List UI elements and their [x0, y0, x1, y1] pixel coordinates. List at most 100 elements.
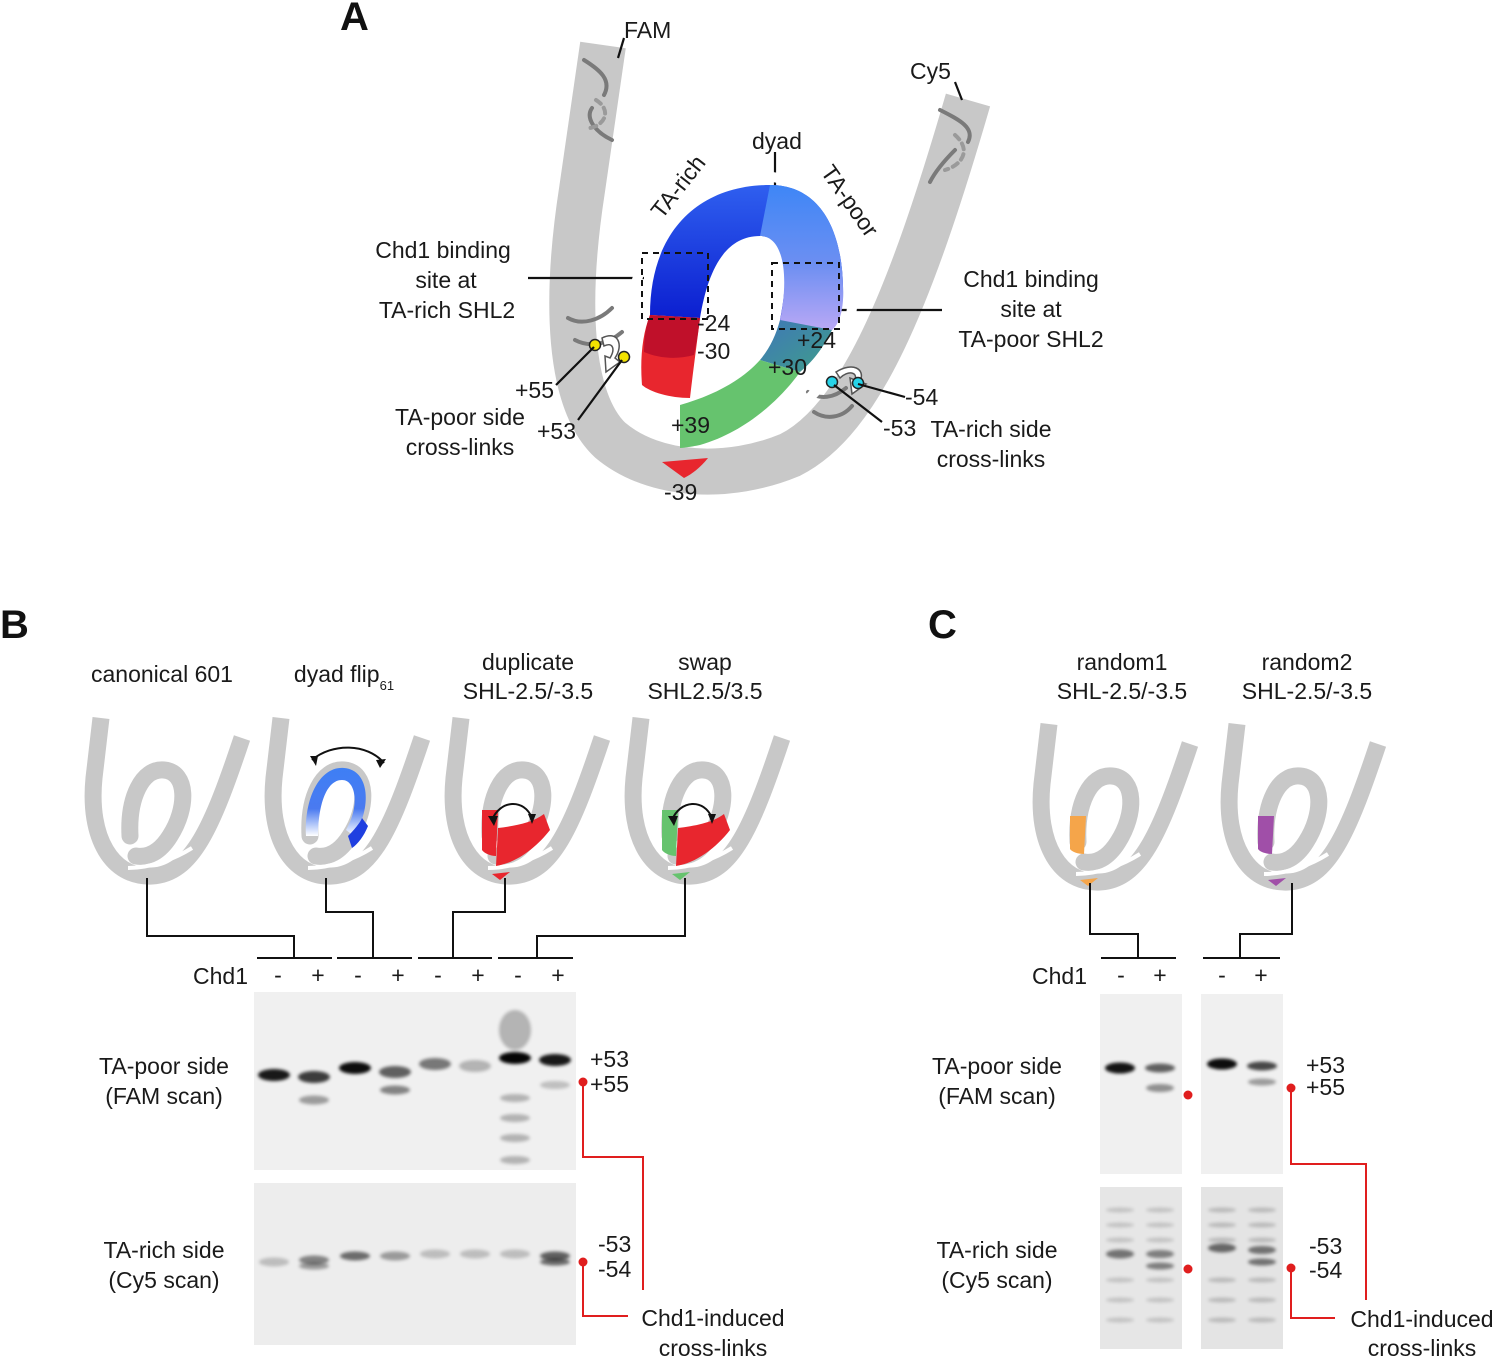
b-row-top-line2: (FAM scan) — [105, 1083, 223, 1109]
gel-band-ladder — [1146, 1237, 1174, 1243]
binding-site-box-left — [641, 252, 709, 320]
gel-band-main — [420, 1249, 450, 1259]
small-nucleosome-canonical — [84, 717, 251, 885]
panel-c-letter: C — [928, 603, 957, 647]
gel-band-ladder — [1106, 1237, 1134, 1243]
icon-arrowheads — [488, 814, 536, 826]
gel-band-main — [380, 1251, 410, 1261]
icon-random-segment — [1070, 816, 1086, 854]
gel-band-main — [258, 1069, 290, 1081]
lane-plus-sign: + — [311, 962, 324, 988]
dyad-label: dyad — [752, 128, 802, 154]
gel-band-ladder — [1208, 1207, 1236, 1213]
gel-band-ladder — [500, 1156, 530, 1164]
lane-minus-sign: - — [434, 962, 442, 988]
gel-band-main — [339, 1062, 371, 1074]
panel-c-lane-signs: -+-+ — [1117, 962, 1268, 988]
gel-band-ladder — [1106, 1277, 1134, 1283]
gel-band-crosslink — [540, 1081, 570, 1089]
gel-band-main — [1145, 1063, 1175, 1073]
icon-backbone — [264, 717, 431, 885]
icon-backbone — [84, 717, 251, 885]
gel-band-ladder — [1208, 1297, 1236, 1303]
gel-band-crosslink — [1146, 1084, 1174, 1092]
gel-band-ladder — [1146, 1207, 1174, 1213]
b-row-bottom-line2: (Cy5 scan) — [108, 1267, 219, 1293]
panel-b-callout-lines — [582, 1082, 644, 1317]
icon-arrowheads — [668, 814, 716, 826]
pos-p55: +55 — [515, 377, 554, 403]
gel-band-crosslink — [380, 1085, 410, 1095]
pos-m24: -24 — [697, 310, 730, 336]
gel-band-ladder — [1208, 1317, 1236, 1323]
icon-gap — [487, 846, 554, 870]
pos-p24: +24 — [797, 327, 836, 353]
panel-c-gels — [1100, 994, 1283, 1349]
icon-bottom-wedge — [672, 872, 690, 880]
gel-band-main — [298, 1071, 330, 1083]
gel-band-ladder — [1106, 1222, 1134, 1228]
right-site-line3: TA-poor SHL2 — [958, 326, 1103, 352]
gel-band-main — [460, 1249, 490, 1259]
fam-label: FAM — [624, 17, 671, 43]
gel-band-main — [419, 1058, 451, 1070]
panel-b-callout-dots — [578, 1077, 588, 1267]
lane-minus-sign: - — [1218, 962, 1226, 988]
dna-backbone — [549, 41, 991, 495]
small-nucleosome-duplicate — [444, 717, 611, 885]
gel-band-ladder — [1248, 1237, 1276, 1243]
crosslink-leaders — [555, 346, 906, 423]
gel-band-main — [1208, 1243, 1236, 1253]
gel-band-main — [1248, 1246, 1276, 1254]
right-site-line2: site at — [1000, 296, 1062, 322]
panel-c-callout-dots — [1183, 1083, 1296, 1274]
gel-band-main — [1106, 1249, 1134, 1259]
c-callout-line2: cross-links — [1368, 1335, 1477, 1359]
right-site-line1: Chd1 binding — [963, 266, 1099, 292]
panel-a-letter: A — [340, 0, 369, 39]
poor-xlinks-line2: cross-links — [406, 434, 515, 460]
icon-gap — [127, 846, 194, 870]
c-row-top-line1: TA-poor side — [932, 1053, 1062, 1079]
gel-band-main — [259, 1257, 289, 1267]
gel-band-main — [539, 1054, 571, 1066]
c-callout-line1: Chd1-induced — [1350, 1306, 1493, 1332]
red-wedge-bottom — [662, 458, 708, 478]
small-nucleosome-random2 — [1220, 723, 1387, 891]
leader-lines — [528, 37, 964, 312]
icon-blue-tail — [348, 818, 368, 848]
cy5-label: Cy5 — [910, 58, 951, 84]
c-row-bottom-line2: (Cy5 scan) — [941, 1267, 1052, 1293]
icon-backbone — [444, 717, 611, 885]
lane-minus-sign: - — [354, 962, 362, 988]
gel-band-main — [459, 1060, 491, 1072]
lane-plus-sign: + — [391, 962, 404, 988]
construct-random1-line1: random1 — [1077, 649, 1168, 675]
icon-inner-loop — [1257, 767, 1328, 871]
gel-band-ladder — [500, 1134, 530, 1142]
gel-band-crosslink — [1146, 1262, 1174, 1270]
panel-c-brackets — [1089, 883, 1293, 959]
gel-band-ladder — [1146, 1317, 1174, 1323]
b-marker-p55: +55 — [590, 1071, 629, 1097]
c-marker-m54: -54 — [1309, 1257, 1342, 1283]
gel-band-ladder — [1146, 1277, 1174, 1283]
pos-p39: +39 — [671, 412, 710, 438]
binding-site-box-right — [771, 262, 840, 330]
construct-random2-line2: SHL-2.5/-3.5 — [1242, 678, 1372, 704]
gel-band-main — [500, 1249, 530, 1259]
gel-band-main — [1105, 1062, 1135, 1074]
icon-right-segment — [676, 814, 730, 866]
gel-band-ladder — [1106, 1207, 1134, 1213]
pos-p53: +53 — [537, 418, 576, 444]
c-marker-m53: -53 — [1309, 1233, 1342, 1259]
ta-poor-arc — [760, 185, 844, 330]
gel-band-main — [1247, 1061, 1277, 1071]
lane-minus-sign: - — [1117, 962, 1125, 988]
icon-random-wedge — [1268, 878, 1286, 886]
gel-band-main — [340, 1251, 370, 1261]
b-row-bottom-line1: TA-rich side — [104, 1237, 225, 1263]
icon-random-wedge — [1080, 878, 1098, 886]
gel-band-crosslink — [1248, 1078, 1276, 1086]
gel-band-main — [540, 1251, 570, 1261]
